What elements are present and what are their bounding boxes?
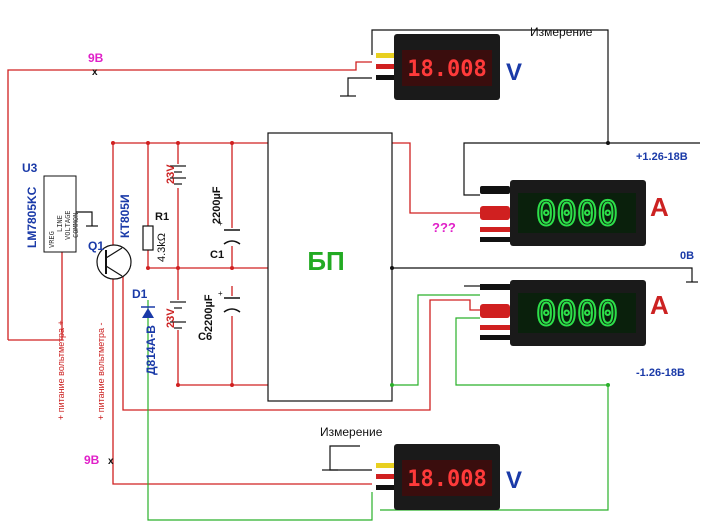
negative-rail-label: -1.26-18В [636, 367, 685, 379]
psu-label: БП [307, 246, 344, 276]
junction-dots [111, 141, 234, 387]
cross-mark-bottom: x [108, 456, 114, 467]
measurement-bottom-label: Измерение [320, 425, 383, 439]
voltmeter-bottom-unit: V [506, 467, 522, 494]
c1-value: 2200µF [211, 186, 223, 224]
capacitor-c1 [223, 229, 241, 245]
cross-mark-top: x [92, 67, 98, 78]
c6-value: 2200µF [203, 294, 215, 332]
d1-diode [142, 308, 154, 318]
measurement-top-label: Измерение [530, 25, 593, 39]
battery-top-label: 23V [165, 164, 177, 184]
d1-part: Д814А-В [144, 325, 158, 375]
u3-voltage: VOLTAGE [64, 210, 72, 240]
r1-ref: R1 [155, 211, 169, 223]
u3-part: LM7805KC [25, 186, 39, 248]
voltage-9v-bottom: 9В [84, 453, 100, 467]
c1-ref: C1 [210, 249, 224, 261]
battery-top [170, 165, 186, 185]
ammeter-bottom-unit: A [650, 290, 669, 320]
battery-bottom [170, 301, 186, 329]
voltmeter-bottom: 18.008 V [376, 444, 522, 510]
voltmeter-top-unit: V [506, 59, 522, 86]
q1-part: КТ805И [118, 194, 132, 238]
black-wires [76, 29, 700, 471]
positive-rail-label: +1.26-18В [636, 151, 688, 163]
green-wires [147, 294, 609, 521]
c6-ref: C6 [198, 331, 212, 343]
voltmeter-top: 18.008 V [376, 34, 522, 100]
c6-plus-sign: + [218, 289, 223, 298]
zero-rail-label: 0В [680, 250, 694, 262]
voltage-9v-top: 9В [88, 51, 104, 65]
u3-vreg: VREG [48, 231, 56, 248]
voltmeter-bottom-reading: 18.008 [407, 467, 486, 492]
c1-plus-sign: + [218, 219, 223, 228]
r1-resistor [142, 225, 154, 251]
voltmeter-power-plus: + питание вольтметра + [56, 320, 66, 420]
u3-body [43, 175, 77, 253]
d1-ref: D1 [132, 287, 148, 301]
voltmeter-top-reading: 18.008 [407, 57, 486, 82]
u3-ref: U3 [22, 161, 38, 175]
ammeter-top: 0000 A [480, 180, 669, 246]
u3-common: COMMON [72, 213, 80, 238]
q1-ref: Q1 [88, 239, 104, 253]
unknown-label: ??? [432, 220, 456, 235]
red-wires [7, 61, 480, 485]
ammeter-bottom: 0000 A [480, 280, 669, 346]
battery-bottom-label: 23V [165, 308, 177, 328]
r1-value: 4.3kΩ [156, 233, 168, 262]
ammeter-top-unit: A [650, 192, 669, 222]
ammeter-bottom-reading: 0000 [536, 294, 618, 334]
u3-line: LINE [56, 215, 64, 232]
ammeter-top-reading: 0000 [536, 194, 618, 234]
voltmeter-power-minus: + питание вольтметра - [96, 322, 106, 420]
capacitor-c6 [223, 297, 241, 313]
